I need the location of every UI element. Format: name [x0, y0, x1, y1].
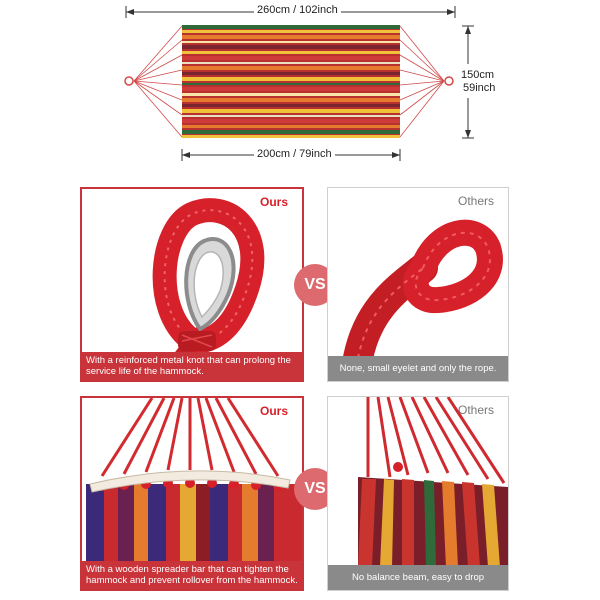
height-cm-label: 150cm — [461, 69, 495, 81]
ours-metal-knot-panel: Ours With a reinforced metal knot that c… — [80, 187, 304, 382]
ours-caption: With a reinforced metal knot that can pr… — [82, 352, 302, 380]
hammock-dimension-diagram: 260cm / 102inch 200cm / 79inch 150cm 59i… — [0, 0, 600, 180]
height-inch-label: 59inch — [463, 82, 496, 94]
others-caption: None, small eyelet and only the rope. — [328, 356, 508, 381]
hammock-drawing — [124, 6, 474, 161]
top-width-label: 260cm / 102inch — [254, 4, 341, 16]
ours-label: Ours — [259, 404, 288, 418]
hammock-strings-icon — [328, 397, 508, 590]
others-caption: No balance beam, easy to drop — [328, 565, 508, 590]
others-label: Others — [457, 403, 494, 417]
bottom-width-label: 200cm / 79inch — [254, 148, 335, 160]
ours-label: Ours — [259, 195, 288, 209]
others-label: Others — [457, 194, 494, 208]
ours-spreader-bar-panel: Ours With a wooden spreader bar that can… — [80, 396, 304, 591]
rope-eyelet-icon — [328, 188, 508, 381]
ours-caption: With a wooden spreader bar that can tigh… — [82, 561, 302, 589]
striped-hammock-fabric — [182, 25, 400, 138]
left-ring-icon — [124, 76, 134, 86]
others-eyelet-panel: Others None, small eyelet and only the r… — [327, 187, 509, 382]
others-no-bar-panel: Others No balance beam, easy to drop — [327, 396, 509, 591]
right-ring-icon — [444, 76, 454, 86]
metal-thimble-icon — [82, 189, 302, 380]
spreader-bar-icon — [82, 398, 302, 589]
